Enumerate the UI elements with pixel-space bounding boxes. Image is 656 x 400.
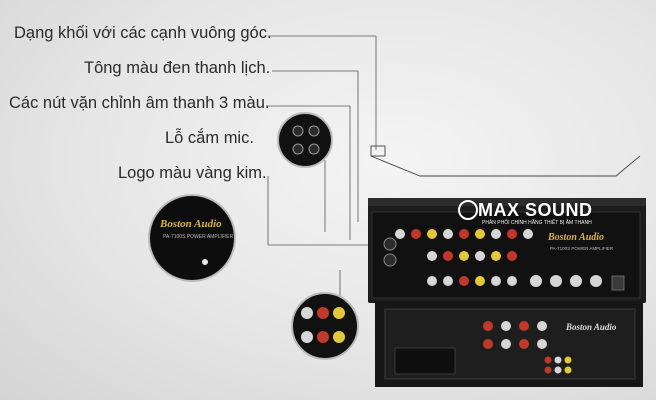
knob-row-top: [395, 229, 533, 239]
brand-logo-rear: Boston Audio: [566, 322, 617, 332]
knob-row-middle: [427, 251, 517, 261]
watermark-logo-icon: [458, 200, 478, 220]
mic-jack-zoom-circle: [277, 112, 333, 168]
power-switch: [611, 275, 625, 291]
feature-label-three-color-knobs: Các nút vặn chỉnh âm thanh 3 màu.: [9, 94, 270, 112]
model-label-zoom: PA-7100S POWER AMPLIFIER: [163, 234, 234, 240]
logo-zoom-circle: [148, 194, 236, 282]
brand-logo-unit: Boston Audio: [548, 232, 605, 243]
model-label-unit: PA-7100S POWER AMPLIFIER: [550, 246, 614, 251]
brand-logo-zoom: Boston Audio: [160, 218, 222, 230]
speaker-terminals: [483, 321, 547, 349]
feature-label-mic-jack: Lỗ cắm mic.: [165, 129, 254, 147]
feature-label-black-tone: Tông màu đen thanh lịch.: [84, 59, 271, 77]
knob-row-bottom: [427, 275, 602, 287]
feature-label-gold-logo: Logo màu vàng kim.: [118, 164, 267, 182]
feature-label-square-edges: Dạng khối với các cạnh vuông góc.: [14, 24, 272, 42]
rca-inputs: [544, 356, 572, 374]
leader-lines: [266, 35, 378, 297]
mic-jacks: [383, 237, 397, 267]
watermark-text: MAX SOUND: [478, 200, 593, 220]
square-edge-outline: [370, 145, 641, 177]
knobs-zoom-circle: [291, 292, 359, 360]
watermark-subtitle: PHÂN PHỐI CHÍNH HÃNG THIẾT BỊ ÂM THANH: [482, 220, 592, 226]
